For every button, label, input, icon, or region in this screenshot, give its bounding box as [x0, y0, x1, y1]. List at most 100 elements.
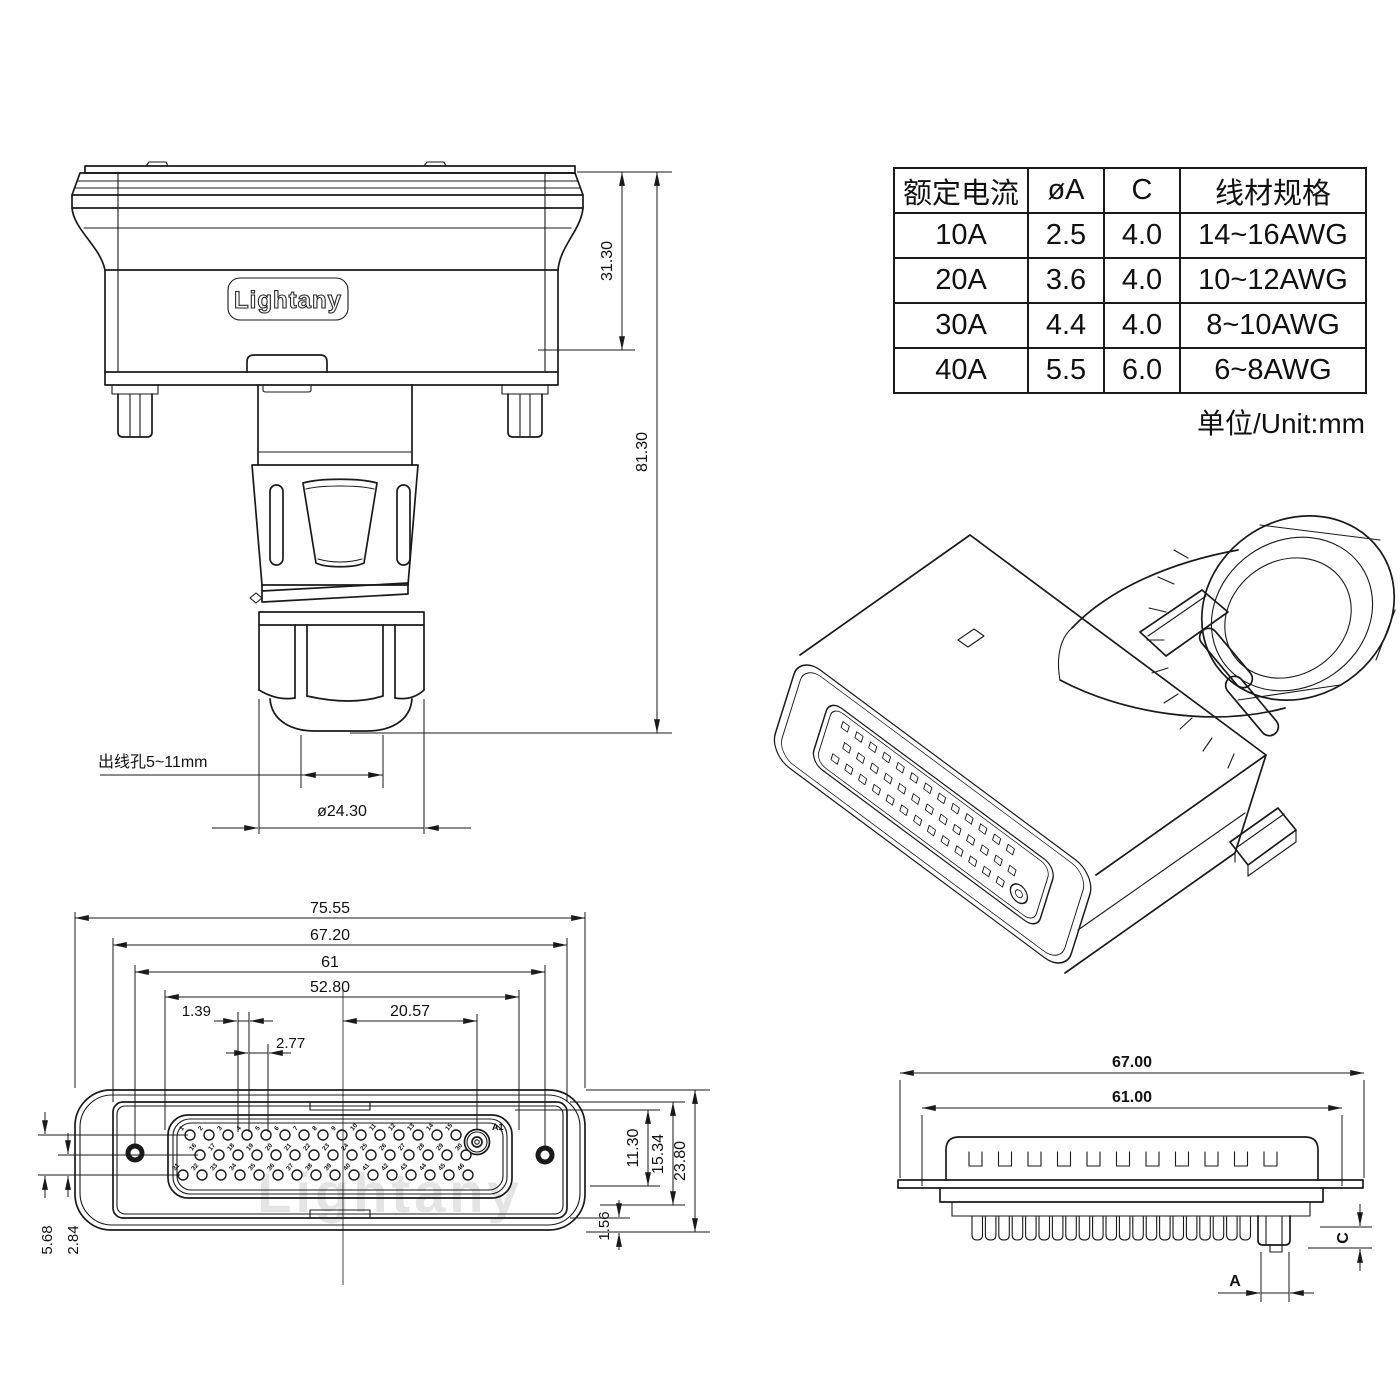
pin-number: 46: [456, 1162, 466, 1172]
solder-cup: [1132, 1215, 1144, 1241]
pin-contact: [384, 1149, 396, 1161]
solder-cup: [1105, 1215, 1118, 1241]
iso-pin-slot: [964, 813, 974, 825]
iso-pin-slot: [937, 792, 947, 805]
pin-contact: [329, 1169, 341, 1181]
pin-number: 9: [330, 1125, 338, 1133]
pin-number: 38: [304, 1162, 314, 1172]
pin-contact: [405, 1169, 417, 1181]
solder-cup: [1078, 1215, 1091, 1241]
pin-number: 10: [349, 1122, 359, 1132]
solder-cup: [998, 1215, 1010, 1241]
contact-slot: [1115, 1151, 1131, 1167]
pin-number: 3: [216, 1125, 224, 1133]
dim-insert-width: 52.80: [310, 979, 350, 996]
pin-number: 24: [340, 1142, 350, 1152]
pin-number: 31: [171, 1162, 181, 1172]
iso-pin-slot: [909, 772, 919, 784]
dim-c: C: [1335, 1232, 1352, 1244]
iso-pin-slot: [856, 752, 866, 764]
iso-pin-slot: [830, 753, 840, 765]
front-logo: Lightany: [234, 287, 342, 314]
solder-cup: [1172, 1215, 1185, 1241]
dim-row-span: 5.68: [39, 1225, 56, 1254]
pin-number: 16: [188, 1142, 198, 1152]
pin-contact: [462, 1169, 474, 1181]
pin-contact: [365, 1149, 377, 1161]
dim-flange-width: 67.20: [310, 927, 350, 944]
pin-number: 12: [387, 1122, 397, 1132]
iso-gland: [1057, 515, 1396, 769]
pin-number: 33: [209, 1162, 219, 1172]
iso-pin-slot: [923, 782, 933, 794]
spec-cell: 14~16AWG: [1179, 212, 1367, 259]
spec-cell: 5.5: [1027, 347, 1105, 394]
pin-number: 4: [235, 1125, 243, 1133]
pin-number: 43: [399, 1162, 409, 1172]
dim-shell-height: 23.80: [672, 1141, 689, 1181]
iso-pin-slot: [868, 741, 878, 754]
solder-cup: [1212, 1215, 1225, 1241]
pin-contact: [308, 1149, 320, 1161]
spec-cell: 4.0: [1103, 302, 1181, 349]
spec-cell: 3.6: [1027, 257, 1105, 304]
iso-view-drawing: [773, 515, 1396, 974]
pin-number: 39: [323, 1162, 333, 1172]
iso-pin-slot: [897, 782, 907, 795]
pin-contact: [213, 1149, 225, 1161]
pin-contact: [279, 1129, 291, 1141]
iso-pin-slot: [995, 875, 1005, 888]
iso-pin-slot: [911, 793, 921, 805]
iso-slot-row: [840, 721, 1015, 856]
spec-col-header: C: [1103, 167, 1181, 214]
solder-cup: [1065, 1215, 1077, 1241]
pin-contact: [317, 1129, 329, 1141]
pin-number: 27: [397, 1142, 407, 1152]
pin-number: 28: [416, 1142, 426, 1152]
dim-stagger: 1.39: [182, 1003, 211, 1020]
pin-number: 21: [283, 1142, 293, 1152]
spec-cell: 30A: [893, 302, 1029, 349]
spec-cell: 10~12AWG: [1179, 257, 1367, 304]
iso-pin-slot: [938, 813, 948, 826]
tv-slots: [968, 1151, 1278, 1167]
solder-cup: [1011, 1215, 1024, 1241]
solder-cup: [1092, 1215, 1104, 1241]
dim-total-height: 81.30: [634, 432, 651, 472]
pin-contact: [367, 1169, 379, 1181]
iso-pin-slot: [1007, 864, 1017, 877]
unit-note: 单位/Unit:mm: [1196, 408, 1365, 439]
contact-slot: [1233, 1151, 1249, 1167]
pin-contact: [298, 1129, 310, 1141]
pin-number: 42: [380, 1162, 390, 1172]
spec-cell: 20A: [893, 257, 1029, 304]
iso-pin-slot: [885, 794, 895, 806]
pin-contact: [441, 1149, 453, 1161]
iso-pin-slot: [981, 865, 991, 878]
dim-shell-width: 75.55: [310, 900, 350, 917]
solder-cup: [1051, 1215, 1064, 1241]
pin-number: 45: [437, 1162, 447, 1172]
iso-slot-row: [842, 742, 1017, 877]
pin-number: 32: [190, 1162, 200, 1172]
pin-number: 36: [266, 1162, 276, 1172]
pin-contact: [424, 1169, 436, 1181]
spec-cell: 4.4: [1027, 302, 1105, 349]
iso-pin-slot: [952, 823, 962, 836]
dim-inner-width: 61.00: [1112, 1089, 1152, 1106]
solder-cup: [1239, 1215, 1252, 1241]
pin-number: 13: [406, 1122, 416, 1132]
pin-number: 35: [247, 1162, 257, 1172]
contact-slot: [968, 1151, 983, 1167]
pin-number: 7: [292, 1125, 300, 1133]
front-view-dimensions: 31.30 81.30 出线孔5~11mm ø24.30: [98, 171, 672, 834]
pin-contact: [431, 1129, 443, 1141]
iso-pin-slot: [954, 845, 964, 857]
